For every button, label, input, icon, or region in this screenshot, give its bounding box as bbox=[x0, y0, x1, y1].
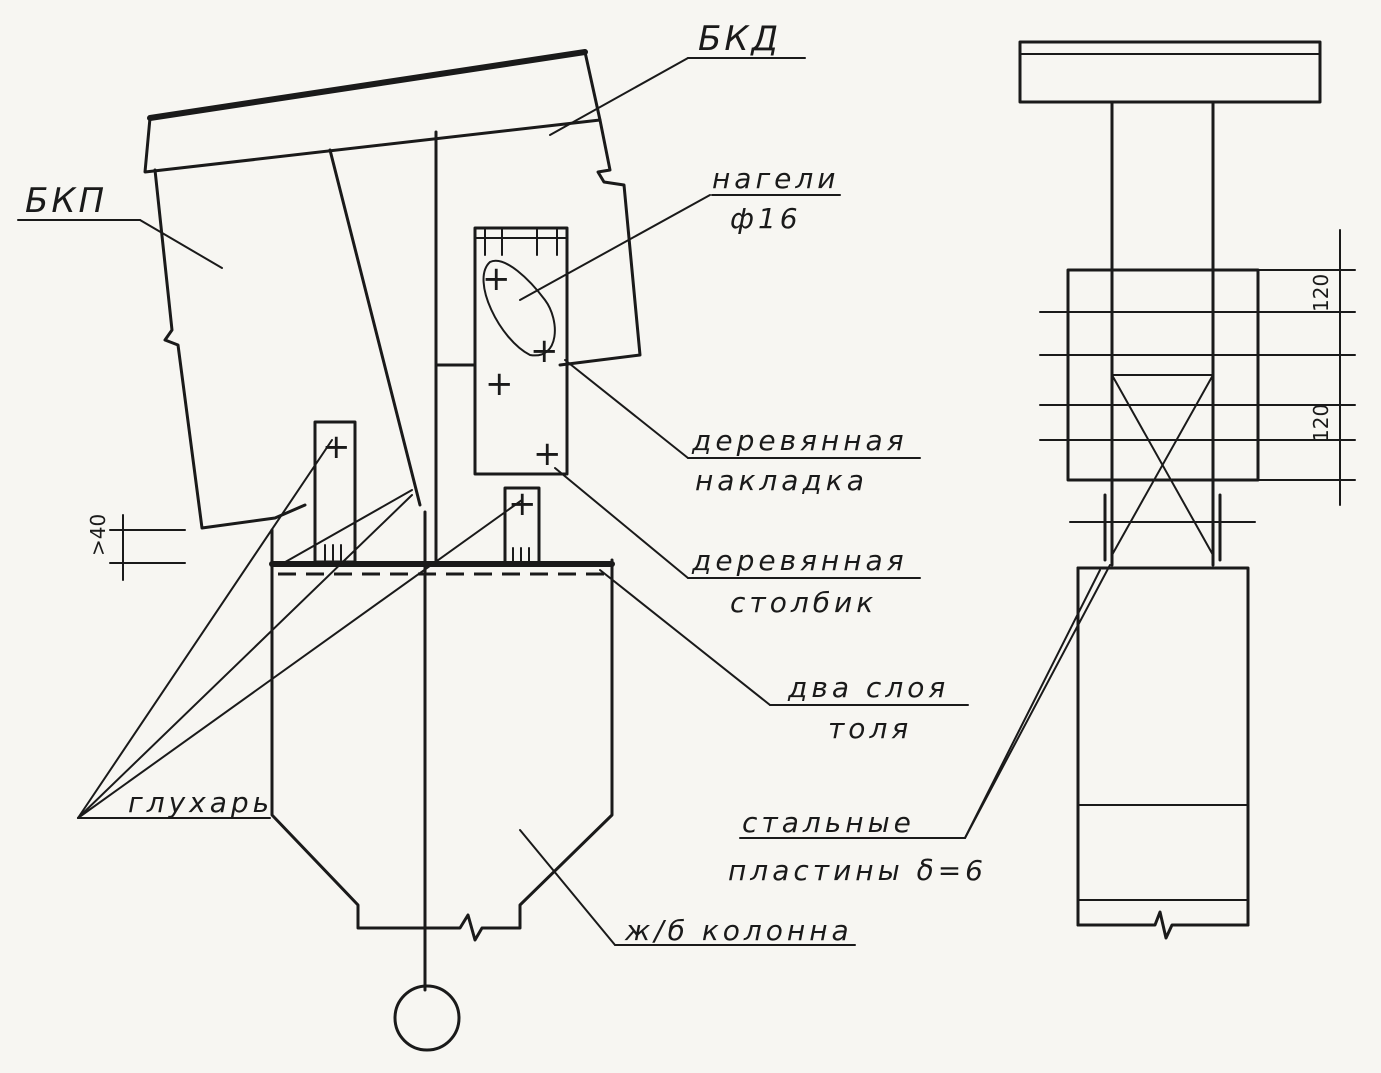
label-steel-plates-2: пластины δ=6 bbox=[728, 854, 987, 887]
gap-dimension: >40 bbox=[86, 514, 186, 581]
wood-post-right: + bbox=[503, 484, 541, 566]
axis-marker bbox=[393, 984, 461, 1052]
bolt-spacing-top: 120 bbox=[1309, 274, 1333, 312]
label-bkd: БКД bbox=[698, 19, 781, 59]
side-overlay bbox=[1039, 229, 1356, 562]
dowel-mark-1: + bbox=[482, 259, 514, 299]
leader-lines bbox=[17, 57, 969, 946]
label-dowels-2: ф16 bbox=[730, 202, 802, 235]
bolt-spacing-bottom: 120 bbox=[1309, 404, 1333, 442]
dowel-mark-3: + bbox=[485, 364, 517, 404]
beam-bkp bbox=[153, 148, 422, 530]
label-wood-post-2: столбик bbox=[730, 586, 877, 619]
svg-text:+: + bbox=[508, 484, 540, 524]
dowel-mark-2: + bbox=[530, 331, 562, 371]
rc-column bbox=[269, 510, 615, 1052]
label-wood-overlay-1: деревянная bbox=[691, 424, 908, 457]
label-wood-post-1: деревянная bbox=[691, 544, 908, 577]
beam-section bbox=[1018, 40, 1322, 104]
label-roofing-1: два слоя bbox=[787, 671, 949, 704]
beam-bkd bbox=[143, 49, 642, 567]
dowel-mark-4: + bbox=[533, 434, 565, 474]
column-section bbox=[1076, 566, 1250, 940]
left-view: + + + + + + bbox=[17, 19, 969, 1052]
label-steel-plates-1: стальные bbox=[742, 806, 915, 839]
label-roofing-2: толя bbox=[828, 712, 912, 745]
label-lag-screw: глухарь bbox=[128, 786, 273, 819]
label-column: ж/б колонна bbox=[624, 914, 853, 947]
right-view: 120 120 стальные пластины δ=6 bbox=[728, 40, 1356, 940]
wood-overlay: + + + + bbox=[473, 226, 569, 476]
label-wood-overlay-2: накладка bbox=[695, 464, 868, 497]
label-bkp: БКП bbox=[25, 181, 107, 221]
label-dowels-1: нагели bbox=[712, 162, 840, 195]
gap-dimension-text: >40 bbox=[86, 514, 110, 556]
